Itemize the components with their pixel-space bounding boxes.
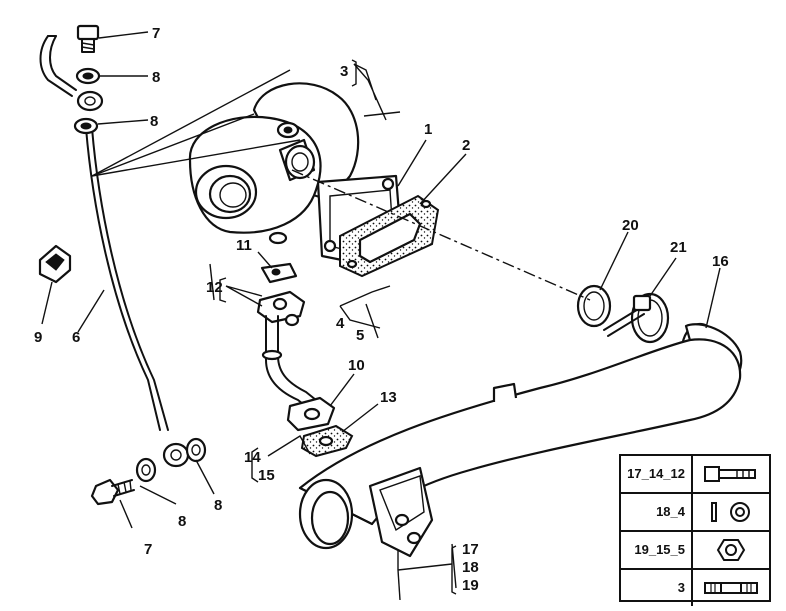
callout-8-right: 8	[214, 497, 222, 514]
exhaust-gasket	[339, 194, 440, 278]
callout-2: 2	[462, 137, 470, 154]
legend-row-nut: 19_15_5	[621, 532, 769, 570]
callout-21: 21	[670, 239, 687, 256]
leader-lines	[41, 31, 721, 601]
legend-label: 18_4	[621, 494, 693, 530]
callout-4: 4	[336, 315, 345, 332]
sealing-washer-bottom-b	[185, 437, 207, 463]
nut-icon	[693, 532, 769, 568]
callout-5: 5	[356, 327, 364, 344]
fastener-legend-table: 17_14_12 18_4 19_15_5 3	[619, 454, 771, 606]
callout-6: 6	[72, 329, 80, 346]
callout-15: 15	[258, 467, 275, 484]
drain-flange-gasket	[300, 424, 354, 458]
callout-17: 17	[462, 541, 479, 558]
legend-row-washer: 18_4	[621, 494, 769, 532]
callout-1: 1	[424, 121, 432, 138]
banjo-fitting-top	[76, 90, 104, 112]
legend-label: 19_15_5	[621, 532, 693, 568]
callout-7-top: 7	[152, 25, 160, 42]
intake-elbow-pipe	[298, 338, 742, 558]
sealing-washer-bottom-a	[135, 457, 157, 483]
banjo-bolt-bottom	[90, 478, 135, 506]
callout-13: 13	[380, 389, 397, 406]
oil-drain-gasket	[260, 262, 298, 284]
callout-19: 19	[462, 577, 479, 594]
callout-labels: 7 8 8 3 1 2 20 21 16 11 12 4 5 9 6 10 13…	[34, 25, 729, 595]
banjo-bolt-top	[76, 24, 100, 53]
legend-label: 17_14_12	[621, 456, 693, 492]
callout-16: 16	[712, 253, 729, 270]
callout-8-lower: 8	[150, 113, 158, 130]
bolt-icon	[693, 456, 769, 492]
oil-drain-pipe	[261, 315, 336, 432]
legend-label: 3	[621, 570, 693, 606]
legend-row-bolt: 17_14_12	[621, 456, 769, 494]
callout-11: 11	[236, 237, 252, 254]
callout-3: 3	[340, 63, 348, 80]
callout-20: 20	[622, 217, 639, 234]
oil-feed-pipe	[39, 35, 169, 431]
o-ring-seal	[576, 284, 612, 328]
sealing-washer-upper	[75, 67, 101, 85]
sealing-washer-lower	[73, 117, 99, 135]
oil-drain-flange	[256, 290, 306, 327]
callout-12: 12	[206, 279, 223, 296]
banjo-fitting-bottom	[162, 442, 190, 468]
legend-row-stud: 3	[621, 570, 769, 606]
pipe-clip	[38, 244, 72, 284]
stud-icon	[693, 570, 769, 606]
callout-7-bottom: 7	[144, 541, 152, 558]
hose-clamp	[603, 292, 670, 344]
callout-8-bottom: 8	[178, 513, 186, 530]
callout-8-upper: 8	[152, 69, 160, 86]
callout-10: 10	[348, 357, 365, 374]
washer-icon	[693, 494, 769, 530]
callout-18: 18	[462, 559, 479, 576]
callout-9: 9	[34, 329, 42, 346]
